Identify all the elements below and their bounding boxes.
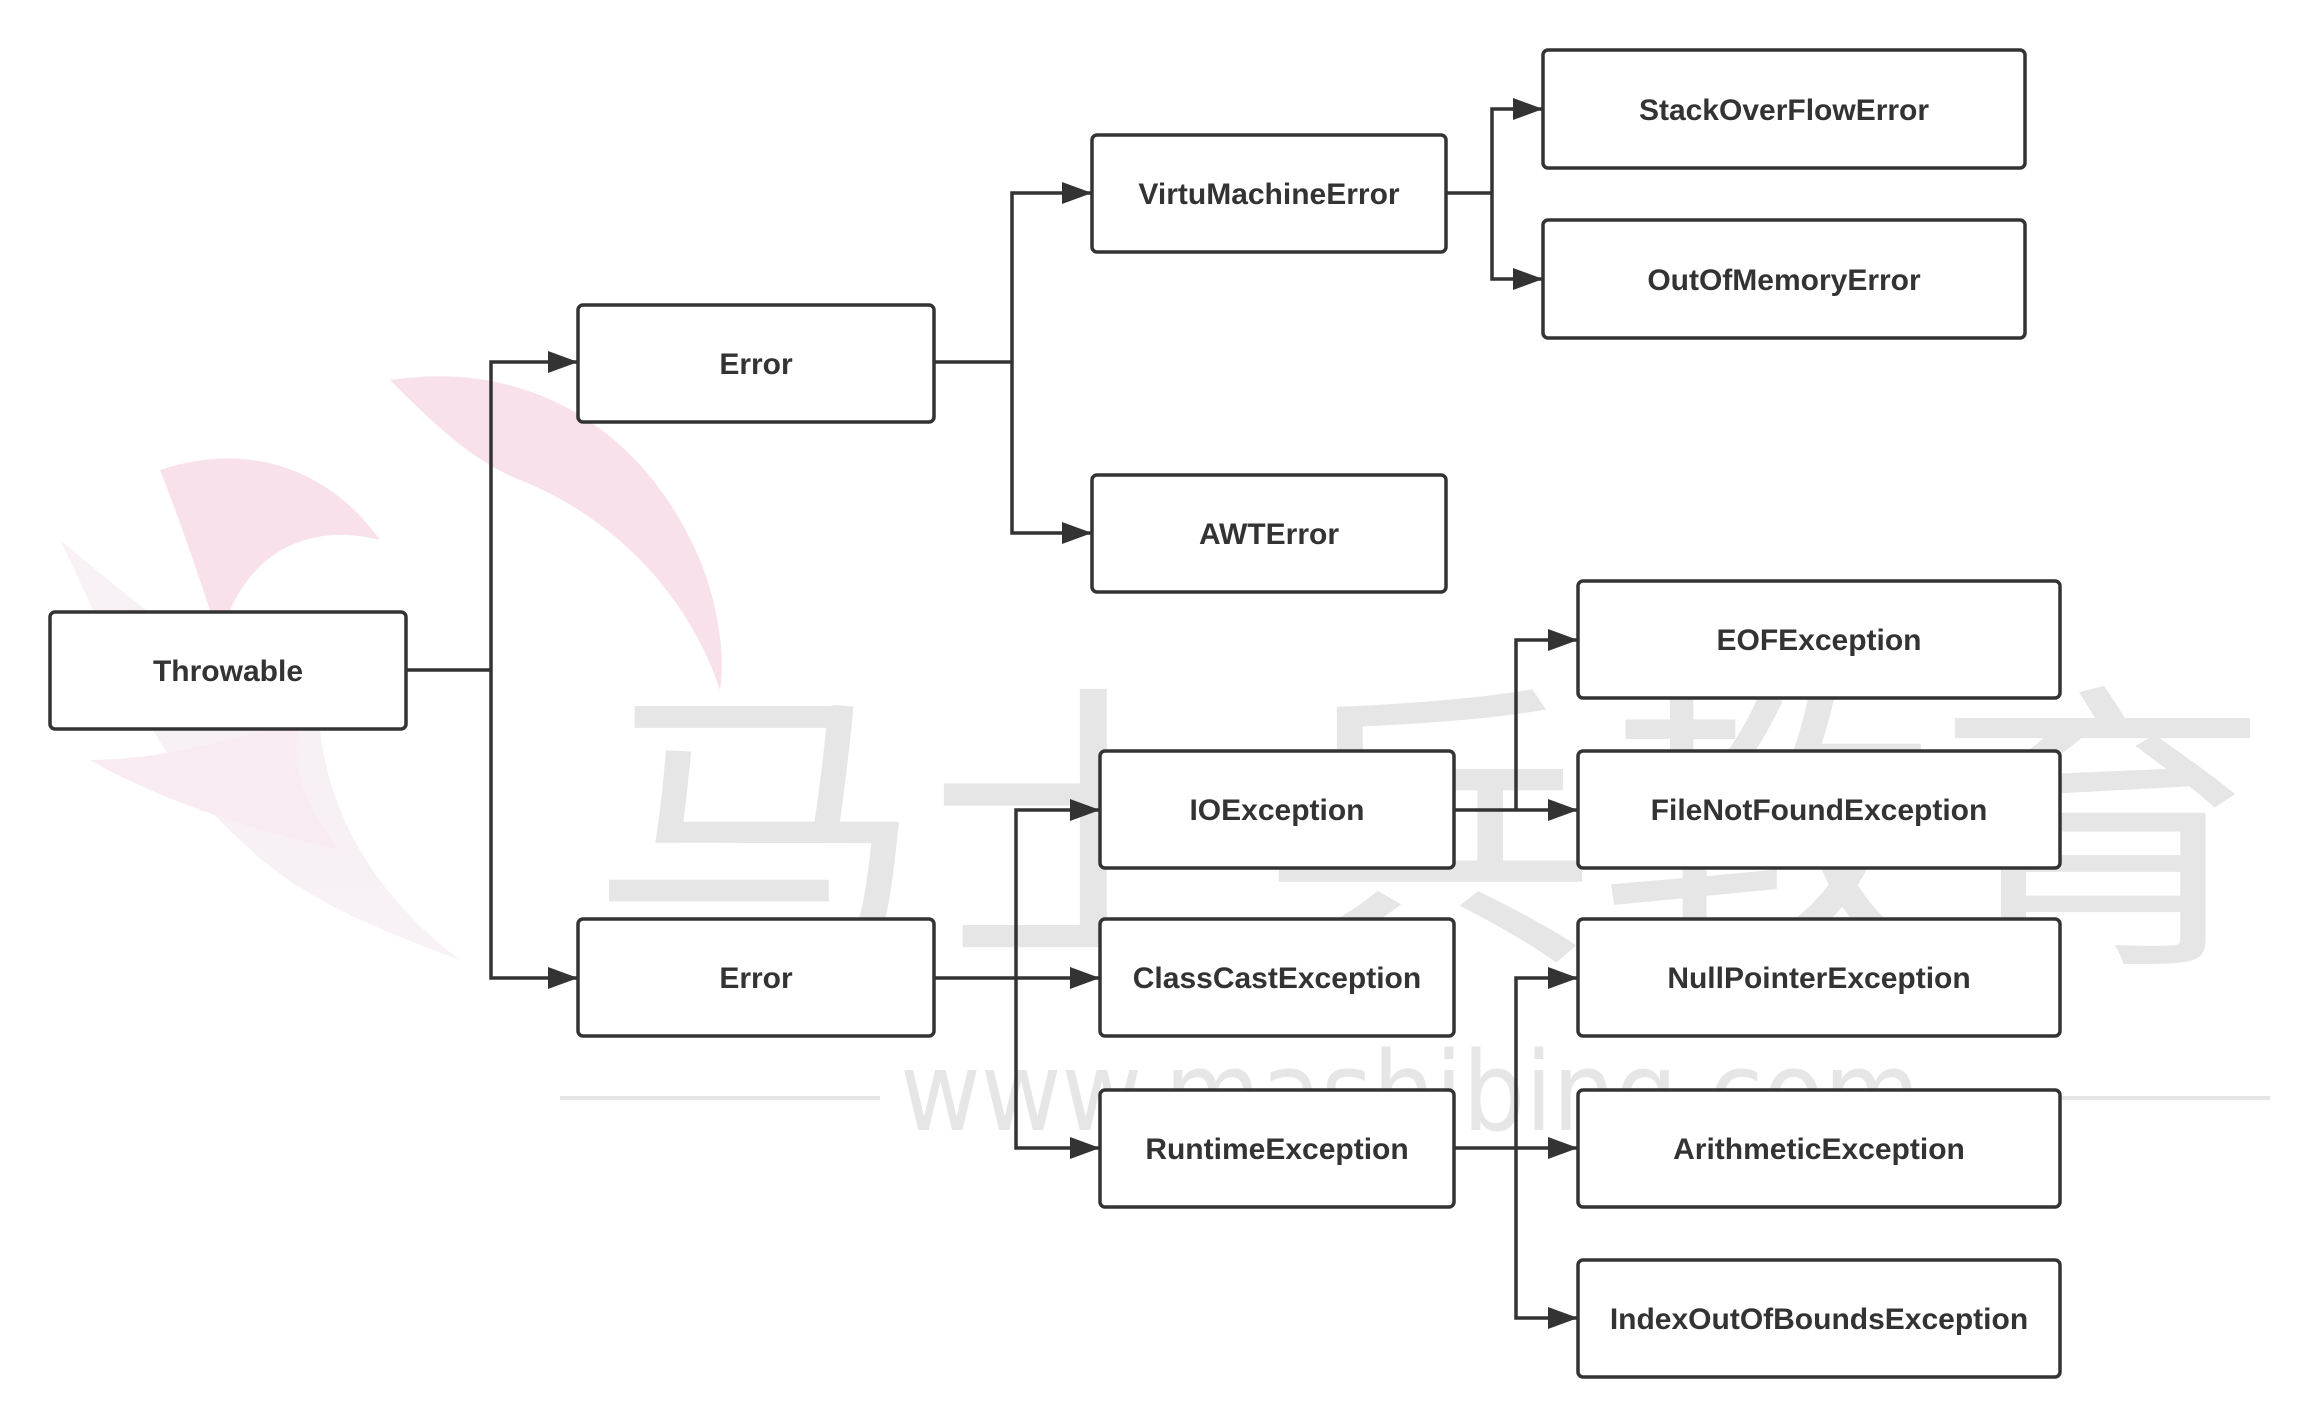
edge-virtumachine-to-stackoverflow bbox=[1490, 98, 1543, 193]
node-eofexception: EOFException bbox=[1576, 579, 2062, 700]
node-runtimeexception-label: RuntimeException bbox=[1145, 1133, 1408, 1166]
node-awterror: AWTError bbox=[1090, 473, 1448, 594]
nodes: Throwable Error Error VirtuMachineError … bbox=[48, 48, 2062, 1379]
edge-error-to-awterror bbox=[1010, 362, 1092, 544]
node-indexoutofboundsexception: IndexOutOfBoundsException bbox=[1576, 1258, 2062, 1379]
edge-ioexception-to-eofexception bbox=[1514, 629, 1578, 810]
node-classcastexception-label: ClassCastException bbox=[1133, 962, 1421, 995]
edge-runtime-to-indexoutofbounds bbox=[1514, 1148, 1578, 1329]
node-arithmeticexception: ArithmeticException bbox=[1576, 1088, 2062, 1209]
node-filenotfoundexception: FileNotFoundException bbox=[1576, 749, 2062, 870]
edge-throwable-to-error-top bbox=[489, 351, 578, 670]
node-ioexception: IOException bbox=[1098, 749, 1456, 870]
node-error-bottom-label: Error bbox=[719, 962, 793, 995]
node-error-bottom: Error bbox=[576, 917, 936, 1038]
node-error-top: Error bbox=[576, 303, 936, 424]
node-virtumachineerror: VirtuMachineError bbox=[1090, 133, 1448, 254]
edge-error-to-virtumachineerror bbox=[1010, 182, 1092, 362]
node-stackoverflowerror: StackOverFlowError bbox=[1541, 48, 2027, 170]
node-eofexception-label: EOFException bbox=[1716, 624, 1921, 657]
node-nullpointerexception: NullPointerException bbox=[1576, 917, 2062, 1038]
connectors bbox=[406, 98, 1578, 1329]
node-arithmeticexception-label: ArithmeticException bbox=[1673, 1133, 1965, 1166]
node-virtumachineerror-label: VirtuMachineError bbox=[1138, 178, 1400, 211]
node-error-top-label: Error bbox=[719, 348, 793, 381]
edge-error-to-ioexception bbox=[1014, 799, 1100, 978]
node-awterror-label: AWTError bbox=[1199, 518, 1339, 551]
node-outofmemoryerror: OutOfMemoryError bbox=[1541, 218, 2027, 340]
node-indexoutofboundsexception-label: IndexOutOfBoundsException bbox=[1610, 1303, 2028, 1336]
node-stackoverflowerror-label: StackOverFlowError bbox=[1639, 94, 1929, 127]
edge-runtime-to-nullpointer bbox=[1514, 967, 1578, 1148]
node-filenotfoundexception-label: FileNotFoundException bbox=[1651, 794, 1988, 827]
node-outofmemoryerror-label: OutOfMemoryError bbox=[1647, 264, 1921, 297]
node-nullpointerexception-label: NullPointerException bbox=[1667, 962, 1970, 995]
edge-error-to-runtimeexception bbox=[1014, 978, 1100, 1159]
node-throwable-label: Throwable bbox=[153, 655, 303, 688]
node-runtimeexception: RuntimeException bbox=[1098, 1088, 1456, 1209]
node-throwable: Throwable bbox=[48, 610, 408, 731]
node-ioexception-label: IOException bbox=[1189, 794, 1364, 827]
edge-virtumachine-to-outofmemory bbox=[1490, 193, 1543, 290]
edge-throwable-to-error-bottom bbox=[489, 670, 578, 989]
node-classcastexception: ClassCastException bbox=[1098, 917, 1456, 1038]
